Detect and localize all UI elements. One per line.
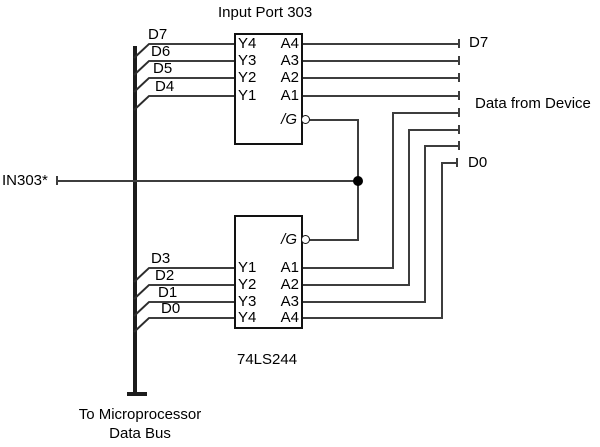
- enable-bubble-top: [301, 115, 310, 124]
- bus-end-cap: [127, 392, 147, 396]
- bus-bit-label-d6: D6: [151, 43, 171, 60]
- bus-bit-label-d4: D4: [155, 78, 175, 95]
- device-tick-d7: [458, 39, 460, 48]
- wire-a1-device: [303, 95, 460, 97]
- pin-label-bottom-y1: Y1: [238, 259, 257, 276]
- pin-label-bottom-enable: /G: [281, 231, 297, 248]
- wire-bottom-a2-top: [408, 129, 459, 131]
- bus-caption-line2: Data Bus: [109, 425, 171, 442]
- chip-name-label: 74LS244: [237, 351, 298, 368]
- wire-enable-top: [309, 119, 358, 121]
- wire-d6-to-y3: [149, 60, 235, 62]
- device-tick-d2: [458, 125, 460, 134]
- device-tick-d6: [458, 56, 460, 65]
- wire-bottom-a1-top: [392, 112, 459, 114]
- bus-caption-line1: To Microprocessor: [78, 406, 202, 423]
- data-bus-line: [133, 46, 137, 393]
- pin-label-top-a2: A2: [280, 69, 299, 86]
- wire-bottom-a2-v: [408, 129, 410, 286]
- wire-bottom-a4-v: [441, 162, 443, 319]
- wire-bottom-a3-top: [424, 145, 459, 147]
- wire-bottom-a3-v: [424, 145, 426, 303]
- wire-a2-device: [303, 77, 460, 79]
- pin-label-top-a1: A1: [280, 87, 299, 104]
- buffer-top-block: [234, 33, 303, 145]
- device-tick-d4: [458, 91, 460, 100]
- device-tick-d5: [458, 73, 460, 82]
- bus-bit-label-d0: D0: [161, 300, 181, 317]
- wire-d0-to-y4: [149, 317, 235, 319]
- pin-label-top-a4: A4: [280, 35, 299, 52]
- wire-a3-device: [303, 60, 460, 62]
- pin-label-bottom-a2: A2: [280, 276, 299, 293]
- bus-bit-label-d1: D1: [158, 284, 178, 301]
- bus-bit-label-d2: D2: [155, 267, 175, 284]
- pin-label-bottom-y2: Y2: [238, 276, 257, 293]
- junction-dot: [353, 176, 363, 186]
- in303-label: IN303*: [2, 172, 48, 189]
- pin-label-top-y1: Y1: [238, 87, 257, 104]
- page-title: Input Port 303: [218, 4, 313, 21]
- wire-d7-to-y4: [149, 43, 235, 45]
- bus-bit-label-d7: D7: [148, 26, 168, 43]
- device-tick-d3: [458, 108, 460, 117]
- wire-bottom-a4-top: [441, 162, 457, 164]
- wire-d4-to-y1: [149, 95, 235, 97]
- wire-in303: [57, 180, 358, 182]
- buffer-bottom-block: [234, 215, 303, 329]
- pin-label-bottom-y4: Y4: [238, 309, 257, 326]
- wire-bottom-a1-v: [392, 112, 394, 269]
- wire-bottom-a2-h: [303, 284, 410, 286]
- pin-label-top-y4: Y4: [238, 35, 257, 52]
- wire-d1-to-y3: [149, 301, 235, 303]
- pin-label-top-a3: A3: [280, 52, 299, 69]
- bus-bit-label-d3: D3: [151, 250, 171, 267]
- device-bit-label-d0: D0: [468, 154, 488, 171]
- device-tick-d1: [458, 141, 460, 150]
- pin-label-bottom-y3: Y3: [238, 293, 257, 310]
- pin-label-bottom-a1: A1: [280, 259, 299, 276]
- wire-bottom-a3-h: [303, 301, 426, 303]
- device-bit-label-d7: D7: [469, 34, 489, 51]
- wire-d2-to-y2: [149, 284, 235, 286]
- enable-bubble-bottom: [301, 235, 310, 244]
- pin-label-bottom-a4: A4: [280, 309, 299, 326]
- pin-label-top-y2: Y2: [238, 69, 257, 86]
- wire-a4-device: [303, 43, 460, 45]
- pin-label-bottom-a3: A3: [280, 293, 299, 310]
- device-data-label: Data from Device: [475, 95, 591, 112]
- wire-bottom-a1-h: [303, 267, 394, 269]
- device-tick-d0: [456, 158, 458, 167]
- bus-caption: To Microprocessor Data Bus: [40, 405, 240, 443]
- bus-bit-label-d5: D5: [153, 60, 173, 77]
- pin-label-top-enable: /G: [281, 111, 297, 128]
- wire-d3-to-y1: [149, 267, 235, 269]
- wire-d5-to-y2: [149, 77, 235, 79]
- pin-label-top-y3: Y3: [238, 52, 257, 69]
- wire-enable-bottom: [309, 239, 358, 241]
- wire-bottom-a4-h: [303, 317, 443, 319]
